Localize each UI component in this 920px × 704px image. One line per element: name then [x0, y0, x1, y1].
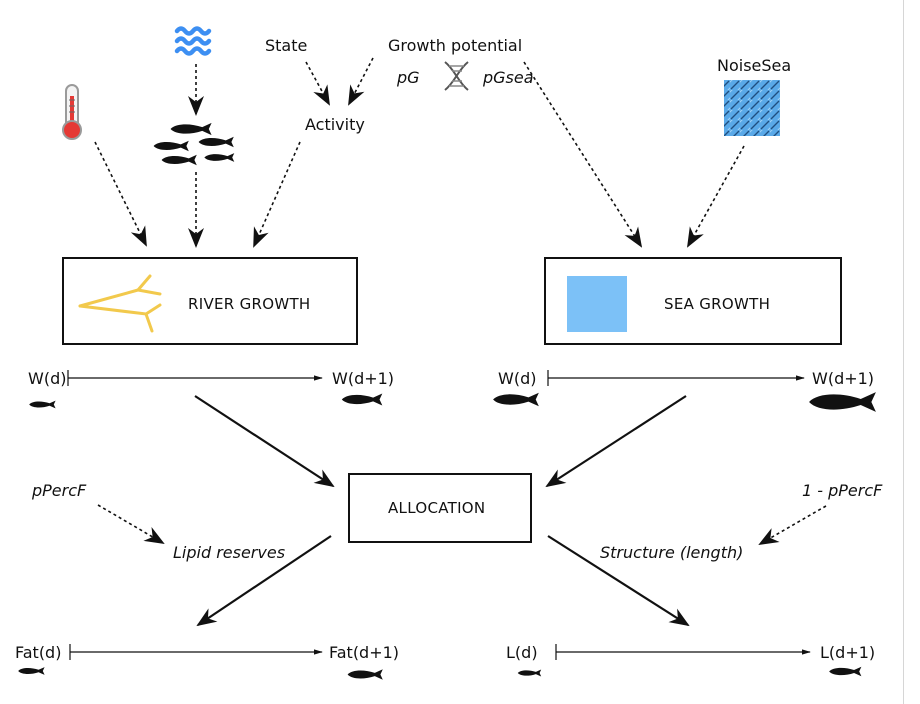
flow-arrows: [194, 395, 690, 627]
growth-potential-label: Growth potential: [388, 36, 523, 55]
length-end-label: L(d+1): [820, 643, 876, 662]
river-icon: [78, 274, 162, 333]
river-growth-label: RIVER GROWTH: [188, 295, 311, 313]
length-start-label: L(d): [506, 643, 538, 662]
activity-label: Activity: [305, 115, 365, 134]
fat-end-label: Fat(d+1): [329, 643, 400, 662]
pg-label: pG: [397, 68, 420, 87]
pgsea-label: pGsea: [483, 68, 534, 87]
structure-length-label: Structure (length): [600, 543, 744, 562]
allocation-label: ALLOCATION: [388, 499, 486, 517]
sea-weight-end-label: W(d+1): [812, 369, 875, 388]
page-edge-divider: [903, 0, 904, 704]
sea-growth-label: SEA GROWTH: [664, 295, 771, 313]
lipid-reserves-label: Lipid reserves: [173, 543, 286, 562]
noisesea-label: NoiseSea: [717, 56, 792, 75]
river-weight-end-label: W(d+1): [332, 369, 395, 388]
river-weight-start-label: W(d): [28, 369, 67, 388]
river-growth-box: [62, 257, 358, 345]
fish-school-icon: [153, 122, 235, 166]
dna-icon: [444, 61, 469, 91]
timelines: [67, 370, 811, 660]
fat-start-label: Fat(d): [15, 643, 62, 662]
thermometer-icon: [62, 84, 82, 140]
noise-texture-icon: [724, 80, 780, 136]
ppercf-label: pPercF: [32, 481, 87, 500]
state-label: State: [265, 36, 308, 55]
sea-weight-start-label: W(d): [498, 369, 537, 388]
input-arrows: [94, 57, 827, 545]
sea-icon: [567, 276, 627, 332]
allocation-box: [348, 473, 532, 543]
water-waves-icon: [174, 26, 212, 56]
one-minus-ppercf-label: 1 - pPercF: [802, 481, 883, 500]
